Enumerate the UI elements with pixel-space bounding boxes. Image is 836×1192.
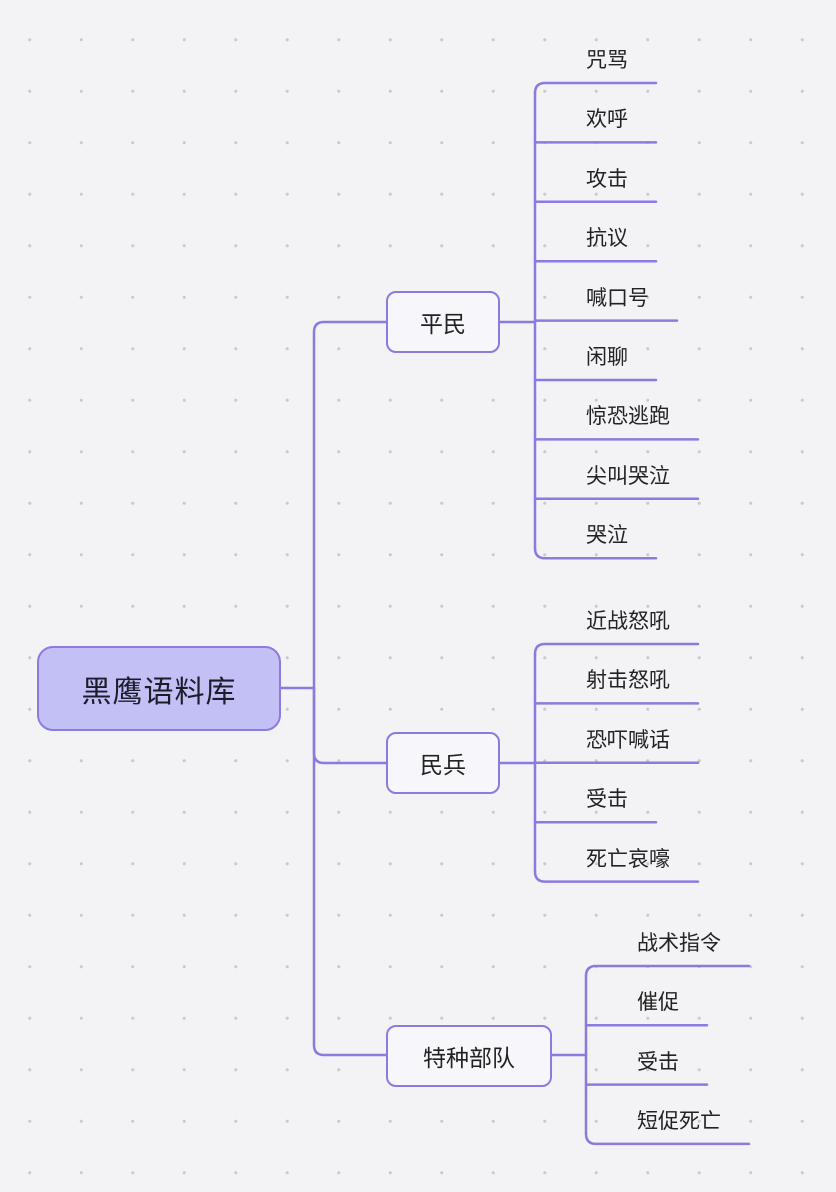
leaf-attack[interactable]: 攻击 [586,166,628,191]
branch-node-militia[interactable]: 民兵 [386,732,500,794]
leaf-underline-cry [533,546,658,560]
leaf-urge[interactable]: 催促 [637,990,679,1015]
leaf-scream-cry[interactable]: 尖叫哭泣 [586,463,670,488]
leaf-curse[interactable]: 咒骂 [586,48,628,72]
trunk-connector-0 [312,320,388,690]
branch-node-civilians[interactable]: 平民 [386,291,500,353]
leaf-underline-tactical-command [584,964,751,978]
leaf-panic-flee[interactable]: 惊恐逃跑 [586,404,670,429]
leaf-melee-roar[interactable]: 近战怒吼 [586,609,670,633]
leaf-protest[interactable]: 抗议 [586,226,628,251]
leaf-tactical-command[interactable]: 战术指令 [637,931,721,955]
leaf-underline-curse [533,81,658,95]
leaf-short-death[interactable]: 短促死亡 [637,1108,721,1133]
leaf-chant[interactable]: 喊口号 [586,285,649,310]
branch-node-special-forces[interactable]: 特种部队 [386,1025,552,1087]
trunk-connector-1 [312,686,388,765]
trunk-connector-2 [312,686,388,1057]
leaf-intimidate-shout[interactable]: 恐吓喊话 [586,727,670,752]
leaf-underline-short-death [584,1132,751,1146]
leaf-death-wail[interactable]: 死亡哀嚎 [586,846,670,871]
leaf-underline-melee-roar [533,642,700,656]
leaf-cry[interactable]: 哭泣 [586,523,628,548]
leaf-hit[interactable]: 受击 [637,1049,679,1074]
leaf-hit[interactable]: 受击 [586,787,628,812]
leaf-chat[interactable]: 闲聊 [586,345,628,369]
leaf-underline-death-wail [533,870,700,883]
leaf-shooting-roar[interactable]: 射击怒吼 [586,668,670,693]
root-node[interactable]: 黑鹰语料库 [37,646,281,731]
leaf-cheer[interactable]: 欢呼 [586,107,628,132]
